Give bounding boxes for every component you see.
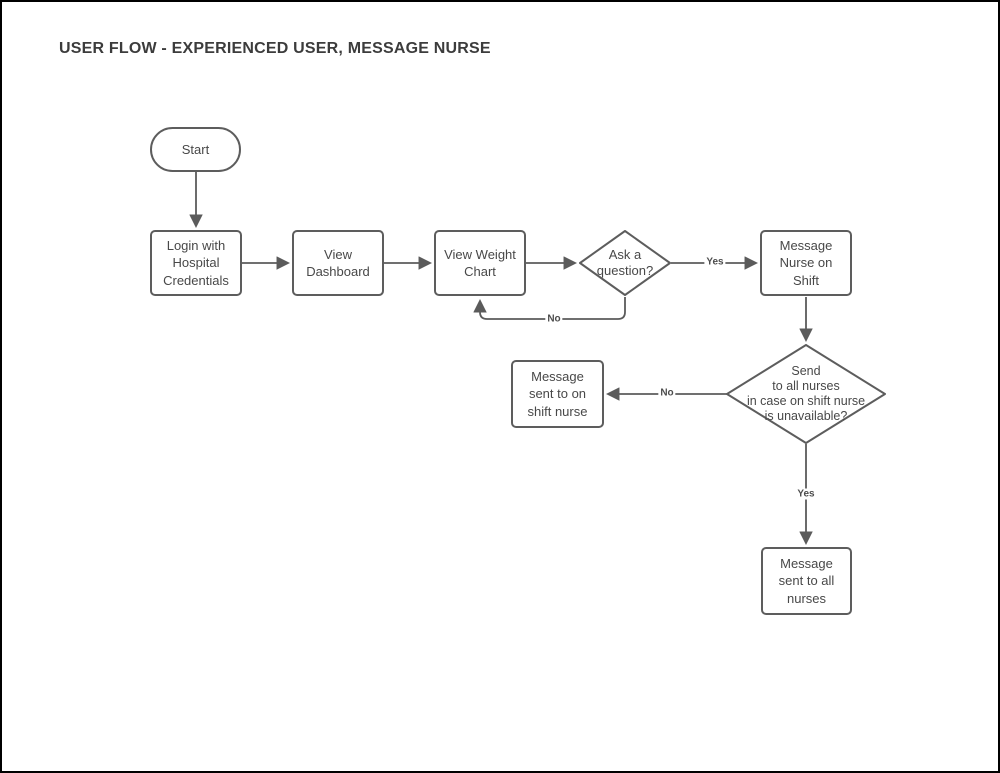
node-ask-question-label: Ask a question?: [596, 247, 654, 278]
decision-diamond-shape: [579, 230, 671, 296]
node-ask-a-question-decision: Ask a question?: [579, 230, 671, 296]
node-sent-all-label: Message sent to all nurses: [778, 556, 835, 606]
edge-label-send-yes: Yes: [795, 488, 817, 500]
edge-label-send-no: No: [658, 387, 676, 399]
diagram-title: USER FLOW - EXPERIENCED USER, MESSAGE NU…: [59, 40, 491, 57]
node-start-label: Start: [181, 141, 210, 157]
node-view-dashboard: View Dashboard: [292, 230, 384, 296]
node-message-nurse-on-shift: Message Nurse on Shift: [760, 230, 852, 296]
decision-diamond-shape: [726, 344, 886, 444]
node-login-with-hospital-credentials: Login with Hospital Credentials: [150, 230, 242, 296]
node-message-sent-to-all-nurses: Message sent to all nurses: [761, 547, 852, 615]
node-send-to-all-nurses-decision: Send to all nurses in case on shift nurs…: [726, 344, 886, 444]
edge-label-ask-no: No: [545, 313, 563, 325]
node-login-label: Login with Hospital Credentials: [163, 238, 229, 288]
node-sent-on-shift-label: Message sent to on shift nurse: [527, 369, 588, 419]
node-dashboard-label: View Dashboard: [306, 246, 370, 279]
node-message-nurse-label: Message Nurse on Shift: [779, 238, 833, 288]
edge-label-ask-yes: Yes: [704, 256, 726, 268]
node-weight-chart-label: View Weight Chart: [444, 246, 516, 279]
node-start: Start: [150, 127, 241, 172]
node-message-sent-to-on-shift-nurse: Message sent to on shift nurse: [511, 360, 604, 428]
node-view-weight-chart: View Weight Chart: [434, 230, 526, 296]
node-send-all-decision-label: Send to all nurses in case on shift nurs…: [746, 363, 866, 424]
